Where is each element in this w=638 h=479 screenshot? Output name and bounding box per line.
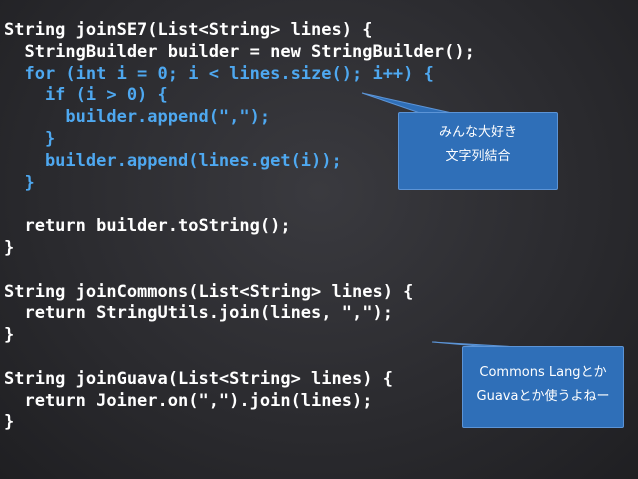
code-text-highlighted: builder.append(lines.get(i));	[4, 150, 342, 171]
code-text-highlighted: builder.append(",");	[4, 107, 271, 128]
callout-commons-guava: Commons Langとか Guavaとか使うよねー	[462, 346, 624, 428]
code-line: String joinSE7(List<String> lines) {	[4, 20, 475, 42]
code-line: return builder.toString();	[4, 216, 475, 238]
code-line: return Joiner.on(",").join(lines);	[4, 391, 475, 413]
code-text: StringBuilder builder = new StringBuilde…	[4, 41, 475, 62]
code-line: }	[4, 238, 475, 260]
code-line: builder.append(lines.get(i));	[4, 151, 475, 173]
code-line: builder.append(",");	[4, 107, 475, 129]
code-line	[4, 194, 475, 216]
code-line: }	[4, 412, 475, 434]
code-text: return StringUtils.join(lines, ",");	[4, 303, 393, 324]
code-text: String joinCommons(List<String> lines) {	[4, 281, 414, 302]
callout-text-line-1: Commons Langとか	[479, 365, 607, 380]
code-line: String joinCommons(List<String> lines) {	[4, 282, 475, 304]
code-line: }	[4, 325, 475, 347]
code-line: for (int i = 0; i < lines.size(); i++) {	[4, 64, 475, 86]
code-text: return builder.toString();	[4, 216, 291, 237]
code-text: String joinGuava(List<String> lines) {	[4, 368, 393, 389]
code-text: String joinSE7(List<String> lines) {	[4, 20, 373, 40]
code-line: }	[4, 173, 475, 195]
code-text: }	[4, 412, 15, 433]
code-line: }	[4, 129, 475, 151]
callout-text-line-1: みんな大好き	[438, 125, 517, 140]
code-line: StringBuilder builder = new StringBuilde…	[4, 41, 475, 64]
code-block: String joinSE7(List<String> lines) { Str…	[4, 20, 475, 434]
code-text: }	[4, 237, 15, 258]
code-line: String joinGuava(List<String> lines) {	[4, 369, 475, 391]
code-text: }	[4, 325, 15, 346]
code-text-highlighted: if (i > 0) {	[4, 85, 168, 106]
code-text: return Joiner.on(",").join(lines);	[4, 390, 373, 411]
code-line: if (i > 0) {	[4, 85, 475, 107]
code-line	[4, 260, 475, 282]
code-text-highlighted: for (int i = 0; i < lines.size(); i++) {	[4, 63, 434, 84]
callout-text-line-2: 文字列結合	[445, 149, 511, 164]
code-line: return StringUtils.join(lines, ",");	[4, 303, 475, 325]
callout-text-line-2: Guavaとか使うよねー	[476, 389, 610, 404]
code-text-highlighted: }	[4, 172, 35, 193]
code-line	[4, 347, 475, 369]
callout-string-join: みんな大好き 文字列結合	[398, 112, 558, 190]
code-text-highlighted: }	[4, 128, 56, 149]
